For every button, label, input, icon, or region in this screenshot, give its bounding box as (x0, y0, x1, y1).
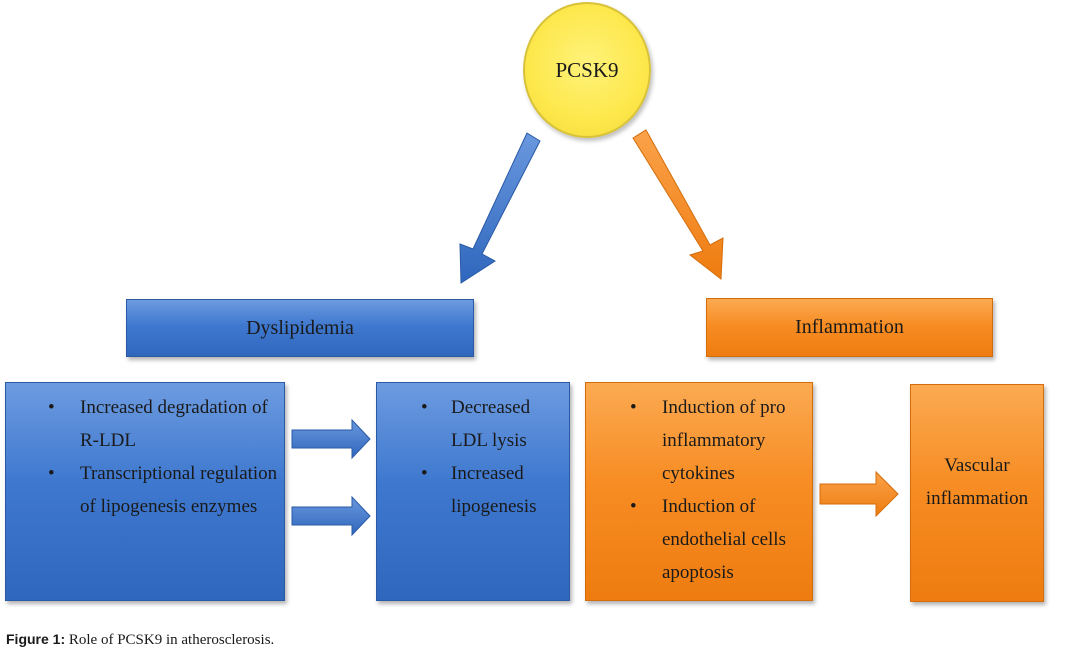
arrow-pcsk9-to-inflammation (632, 129, 724, 280)
vascular-inflammation-box: Vascular inflammation (910, 384, 1044, 602)
list-item: Increased degradation of R-LDL (6, 391, 284, 457)
dyslipidemia-header: Dyslipidemia (126, 299, 474, 357)
dyslipidemia-effects-box: Decreased LDL lysis Increased lipogenesi… (376, 382, 570, 601)
list-item: Increased lipogenesis (377, 457, 569, 523)
list-item: Transcriptional regulation of lipogenesi… (6, 457, 284, 523)
arrow-dys-causes-to-effects-2 (291, 495, 371, 537)
inflammation-causes-list: Induction of pro inflammatory cytokines … (586, 391, 812, 589)
dyslipidemia-effects-list: Decreased LDL lysis Increased lipogenesi… (377, 391, 569, 523)
figure-caption-label: Figure 1: (6, 631, 66, 647)
dyslipidemia-causes-box: Increased degradation of R-LDL Transcrip… (5, 382, 285, 601)
list-item: Induction of endothelial cells apoptosis (586, 490, 812, 589)
arrow-dys-causes-to-effects-1 (291, 418, 371, 460)
figure-caption-text: Role of PCSK9 in atherosclerosis. (68, 632, 275, 648)
inflammation-header: Inflammation (706, 298, 993, 357)
list-item: Induction of pro inflammatory cytokines (586, 391, 812, 490)
figure-caption: Figure 1: Role of PCSK9 in atheroscleros… (6, 631, 274, 649)
arrow-pcsk9-to-dyslipidemia (459, 132, 541, 284)
pcsk9-label: PCSK9 (555, 57, 619, 82)
inflammation-causes-box: Induction of pro inflammatory cytokines … (585, 382, 813, 601)
dyslipidemia-causes-list: Increased degradation of R-LDL Transcrip… (6, 391, 284, 523)
dyslipidemia-title: Dyslipidemia (246, 316, 354, 339)
pcsk9-node: PCSK9 (523, 2, 651, 138)
arrow-inf-causes-to-effect (819, 470, 899, 518)
list-item: Decreased LDL lysis (377, 391, 569, 457)
vascular-inflammation-label: Vascular inflammation (925, 455, 1029, 509)
inflammation-title: Inflammation (795, 316, 904, 338)
